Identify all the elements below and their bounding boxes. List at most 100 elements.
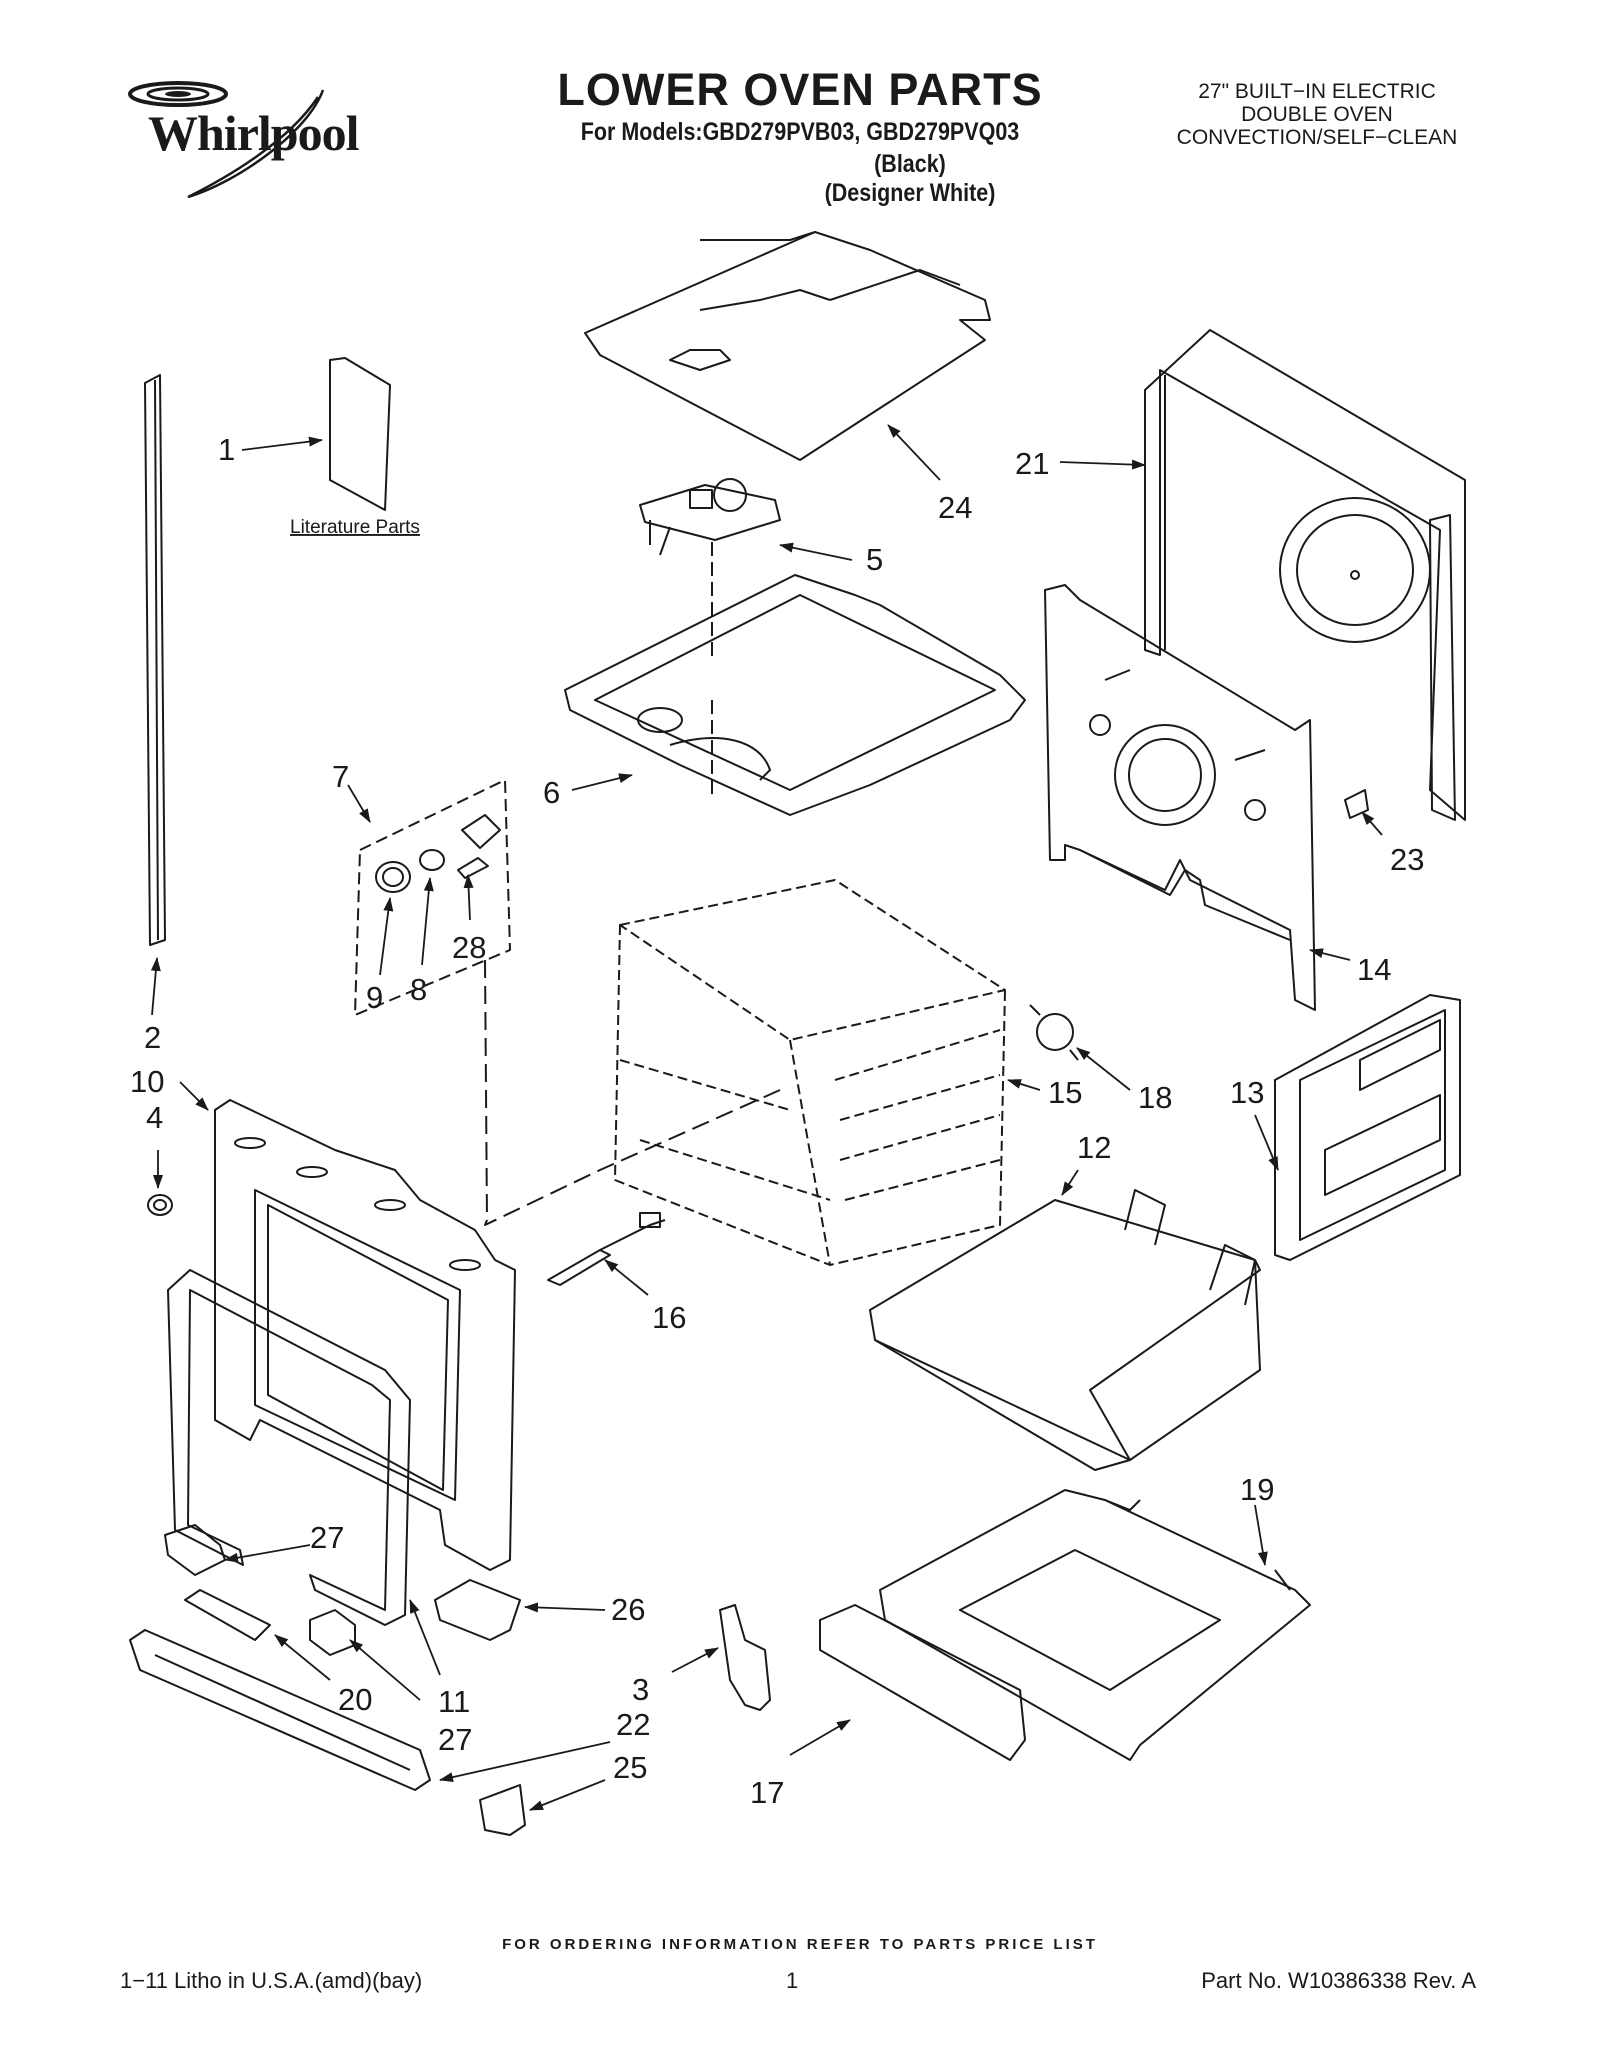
door-gasket — [167, 1269, 411, 1626]
label-25: 25 — [613, 1750, 647, 1785]
label-8: 8 — [410, 972, 427, 1007]
mounting-bracket — [719, 1604, 771, 1711]
label-23: 23 — [1390, 842, 1424, 877]
label-18: 18 — [1138, 1080, 1172, 1115]
label-16: 16 — [652, 1300, 686, 1335]
label-24: 24 — [938, 490, 972, 525]
label-11: 11 — [438, 1684, 470, 1719]
lamp-socket — [457, 814, 501, 879]
clip-part — [1344, 789, 1369, 819]
brand-wordmark: Whirlpool — [148, 105, 359, 161]
product-line-3: CONVECTION/SELF−CLEAN — [1176, 126, 1458, 149]
side-panel — [1274, 994, 1461, 1261]
label-1: 1 — [218, 432, 235, 467]
arrow-22 — [439, 1741, 611, 1783]
arrow-17 — [789, 1719, 851, 1756]
literature-parts-label: Literature Parts — [290, 517, 420, 538]
label-3: 3 — [632, 1672, 649, 1707]
side-trim-rod — [144, 374, 166, 946]
litho-info: 1−11 Litho in U.S.A.(amd)(bay) — [120, 1968, 423, 1993]
label-5: 5 — [866, 542, 883, 577]
variant-designer-white: (Designer White) — [824, 179, 996, 207]
product-description: 27" BUILT−IN ELECTRIC DOUBLE OVEN CONVEC… — [1152, 80, 1482, 149]
arrow-20 — [274, 1634, 331, 1681]
arrow-2 — [150, 957, 161, 1016]
product-line-2: DOUBLE OVEN — [1241, 103, 1393, 126]
component-group-box — [354, 779, 511, 1016]
label-27-upper: 27 — [310, 1520, 344, 1555]
front-rail — [819, 1604, 1026, 1761]
label-13: 13 — [1230, 1075, 1264, 1110]
label-22: 22 — [616, 1707, 650, 1742]
label-6: 6 — [543, 775, 560, 810]
product-line-1: 27" BUILT−IN ELECTRIC — [1198, 80, 1436, 103]
lower-vent-trim — [129, 1629, 431, 1791]
label-27-lower: 27 — [438, 1722, 472, 1757]
label-26: 26 — [611, 1592, 645, 1627]
arrow-19 — [1254, 1504, 1268, 1566]
label-9: 9 — [366, 980, 383, 1015]
label-21: 21 — [1015, 446, 1049, 481]
whirlpool-logo: Whirlpool — [118, 72, 388, 202]
arrow-15 — [1007, 1079, 1041, 1091]
insulation-block-lower — [309, 1609, 356, 1656]
variant-black: (Black) — [874, 150, 946, 178]
page-number: 1 — [786, 1968, 799, 1993]
page-title: LOWER OVEN PARTS — [557, 64, 1043, 115]
label-20: 20 — [338, 1682, 372, 1717]
arrow-16 — [604, 1259, 649, 1296]
arrow-24 — [887, 424, 941, 481]
control-knob — [147, 1194, 173, 1216]
oven-top-plate — [564, 574, 1026, 816]
label-17: 17 — [750, 1775, 784, 1810]
temperature-sensor — [547, 1212, 666, 1286]
label-12: 12 — [1077, 1130, 1111, 1165]
label-10: 10 — [130, 1064, 164, 1099]
label-14: 14 — [1357, 952, 1391, 987]
arrow-8 — [421, 877, 434, 966]
hinge-bracket — [434, 1579, 521, 1641]
arrow-21 — [1059, 459, 1146, 470]
arrow-18 — [1076, 1047, 1131, 1091]
top-cover-panel — [584, 231, 991, 461]
arrow-14 — [1309, 948, 1351, 961]
arrow-23 — [1361, 811, 1383, 836]
bezel-ring — [375, 861, 411, 893]
arrow-13 — [1254, 1114, 1279, 1171]
literature-booklet — [329, 357, 391, 511]
arrow-1 — [241, 436, 323, 451]
oven-cavity-liner — [614, 879, 1006, 1266]
label-28: 28 — [452, 930, 486, 965]
arrow-25 — [529, 1779, 606, 1811]
retainer-clip — [479, 1784, 526, 1836]
arrow-11 — [409, 1599, 441, 1676]
front-frame — [214, 1099, 516, 1571]
model-numbers: For Models:GBD279PVB03, GBD279PVQ03 — [580, 118, 1020, 146]
lower-frame-tray — [879, 1489, 1311, 1761]
label-2: 2 — [144, 1020, 161, 1055]
part-number: Part No. W10386338 Rev. A — [1201, 1968, 1476, 1993]
control-bracket-assembly — [639, 478, 781, 556]
ordering-note: FOR ORDERING INFORMATION REFER TO PARTS … — [502, 1936, 1098, 1953]
arrow-5 — [779, 542, 853, 561]
arrow-27a — [224, 1544, 311, 1563]
label-15: 15 — [1048, 1075, 1082, 1110]
arrow-27b — [349, 1639, 421, 1701]
label-7: 7 — [332, 759, 349, 794]
arrow-10 — [179, 1081, 209, 1111]
whirlpool-swirl-icon — [128, 81, 325, 199]
convection-rear-panel — [1044, 584, 1316, 1011]
button-cap — [419, 849, 445, 871]
color-variants: (Black) (Designer White) — [747, 150, 1074, 208]
arrow-26 — [524, 1602, 606, 1613]
arrow-3 — [671, 1647, 719, 1673]
rear-wall-panel — [1144, 329, 1466, 821]
label-4: 4 — [146, 1100, 163, 1135]
arrow-6 — [571, 773, 633, 791]
arrow-28 — [463, 874, 474, 921]
bottom-panel — [869, 1189, 1261, 1471]
arrow-7 — [347, 784, 371, 823]
trim-strip — [184, 1589, 271, 1641]
